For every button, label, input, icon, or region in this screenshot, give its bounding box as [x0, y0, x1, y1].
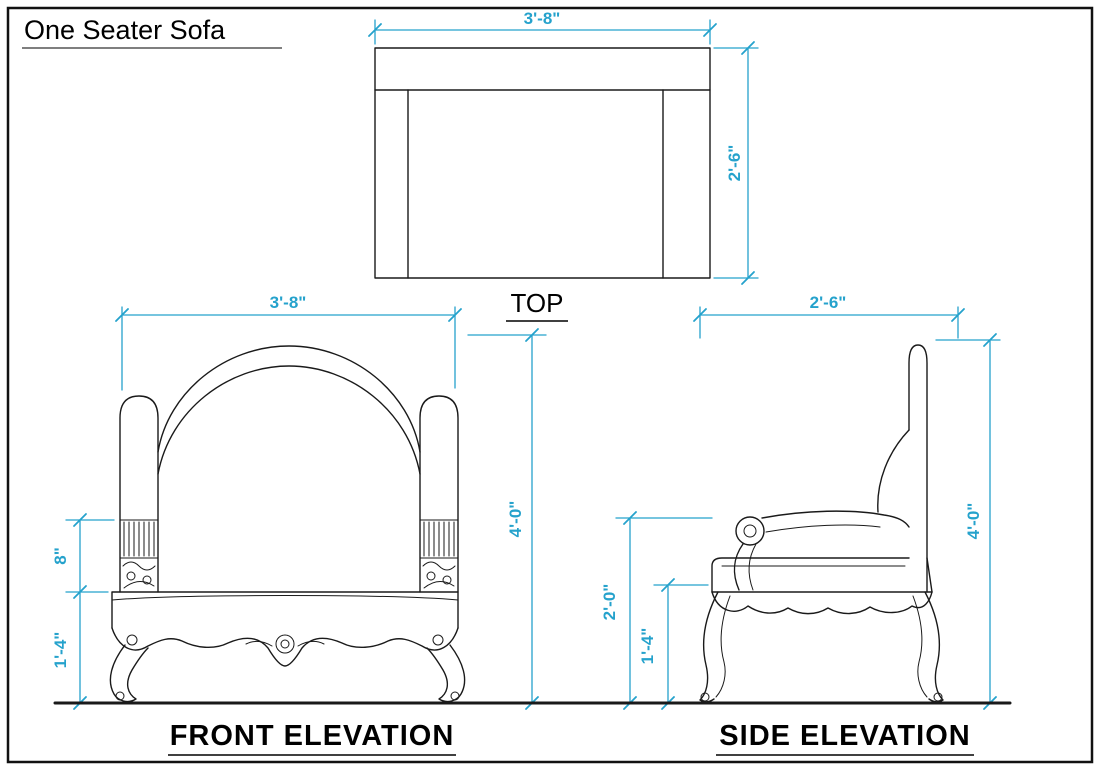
side-seat	[711, 557, 933, 593]
front-seat-dim-text: 1'-4"	[51, 632, 70, 669]
side-seat-dim-text: 1'-4"	[638, 628, 657, 665]
top-view-label: TOP	[506, 288, 568, 322]
apron-left-curl	[126, 634, 138, 646]
side-seat-height-dimension: 1'-4"	[638, 578, 709, 710]
top-depth-dim-text: 2'-6"	[725, 145, 744, 182]
front-height-dimension: 4'-0"	[467, 328, 547, 710]
front-legs	[109, 644, 466, 703]
front-height-dim-text: 4'-0"	[506, 501, 525, 538]
front-back-arch	[157, 345, 421, 475]
page-title: One Seater Sofa	[24, 15, 226, 45]
apron-right-curl	[432, 634, 444, 646]
front-view: 3'-8" 4'-0" 8" 1'-4" FRONT ELEVATION	[51, 293, 547, 756]
top-width-dimension: 3'-8"	[368, 9, 717, 45]
side-back	[877, 344, 928, 593]
front-arm-height-dimension: 8"	[51, 513, 115, 599]
front-elevation-label: FRONT ELEVATION	[168, 720, 456, 756]
side-elevation-label: SIDE ELEVATION	[716, 720, 974, 756]
left-arm-pleats	[123, 521, 155, 557]
front-width-dimension: 3'-8"	[115, 293, 462, 391]
front-seat-and-apron	[111, 591, 459, 667]
side-skirt	[711, 591, 933, 615]
front-right-arm	[419, 395, 459, 593]
top-view: 3'-8" 2'-6" TOP	[368, 9, 759, 322]
svg-text:FRONT ELEVATION: FRONT ELEVATION	[170, 720, 455, 752]
right-arm-carving	[422, 561, 456, 589]
side-height-dimension: 4'-0"	[935, 333, 1001, 710]
front-arm-dim-text: 8"	[51, 547, 70, 565]
left-arm-carving	[122, 561, 156, 589]
front-width-dim-text: 3'-8"	[270, 293, 307, 312]
front-seat-height-dimension: 1'-4"	[51, 591, 87, 710]
front-left-arm	[119, 395, 159, 593]
svg-text:SIDE ELEVATION: SIDE ELEVATION	[719, 720, 970, 752]
side-depth-dimension: 2'-6"	[693, 293, 965, 339]
side-view: 2'-6" 4'-0" 2'-0" 1'-4" SIDE ELEVATION	[600, 293, 1001, 756]
top-view-outline	[374, 47, 711, 279]
side-legs	[699, 591, 944, 703]
side-arm-height-dimension: 2'-0"	[600, 511, 713, 710]
top-depth-dimension: 2'-6"	[713, 41, 759, 285]
side-depth-dim-text: 2'-6"	[810, 293, 847, 312]
svg-text:TOP: TOP	[511, 288, 564, 318]
apron-center-rosette	[245, 634, 325, 654]
side-arm	[733, 510, 910, 591]
side-height-dim-text: 4'-0"	[964, 503, 983, 540]
arm-scroll	[735, 516, 765, 546]
drawing-title: One Seater Sofa	[22, 15, 282, 49]
right-arm-pleats	[423, 521, 455, 557]
side-arm-dim-text: 2'-0"	[600, 584, 619, 621]
sheet-border	[6, 6, 1094, 764]
top-width-dim-text: 3'-8"	[524, 9, 561, 28]
